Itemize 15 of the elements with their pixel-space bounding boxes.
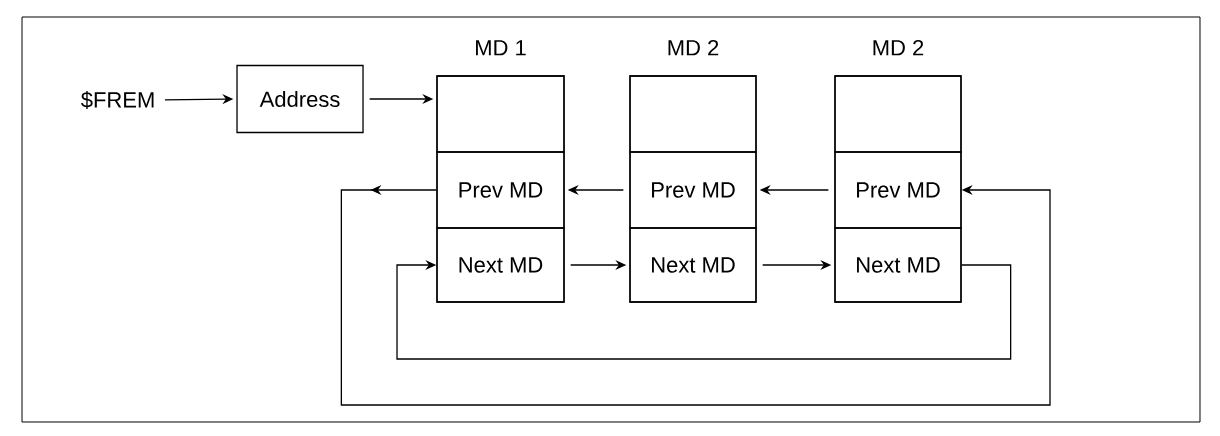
field-cell: Prev MD (834, 151, 962, 229)
pointer-label: $FREM (80, 91, 154, 109)
node-label: MD 1 (476, 40, 526, 56)
field-cell: Next MD (629, 227, 757, 303)
field-cell: Next MD (834, 227, 962, 303)
empty-cell (436, 75, 565, 153)
field-cell: Next MD (436, 227, 565, 303)
node-label: MD 2 (873, 39, 924, 56)
register-box: Address (236, 64, 364, 134)
empty-cell (629, 75, 757, 153)
field-cell: Prev MD (436, 151, 565, 229)
arrow (396, 259, 1012, 360)
field-cell: Prev MD (629, 151, 757, 229)
empty-cell (834, 75, 962, 153)
node-label: MD 2 (668, 39, 719, 56)
